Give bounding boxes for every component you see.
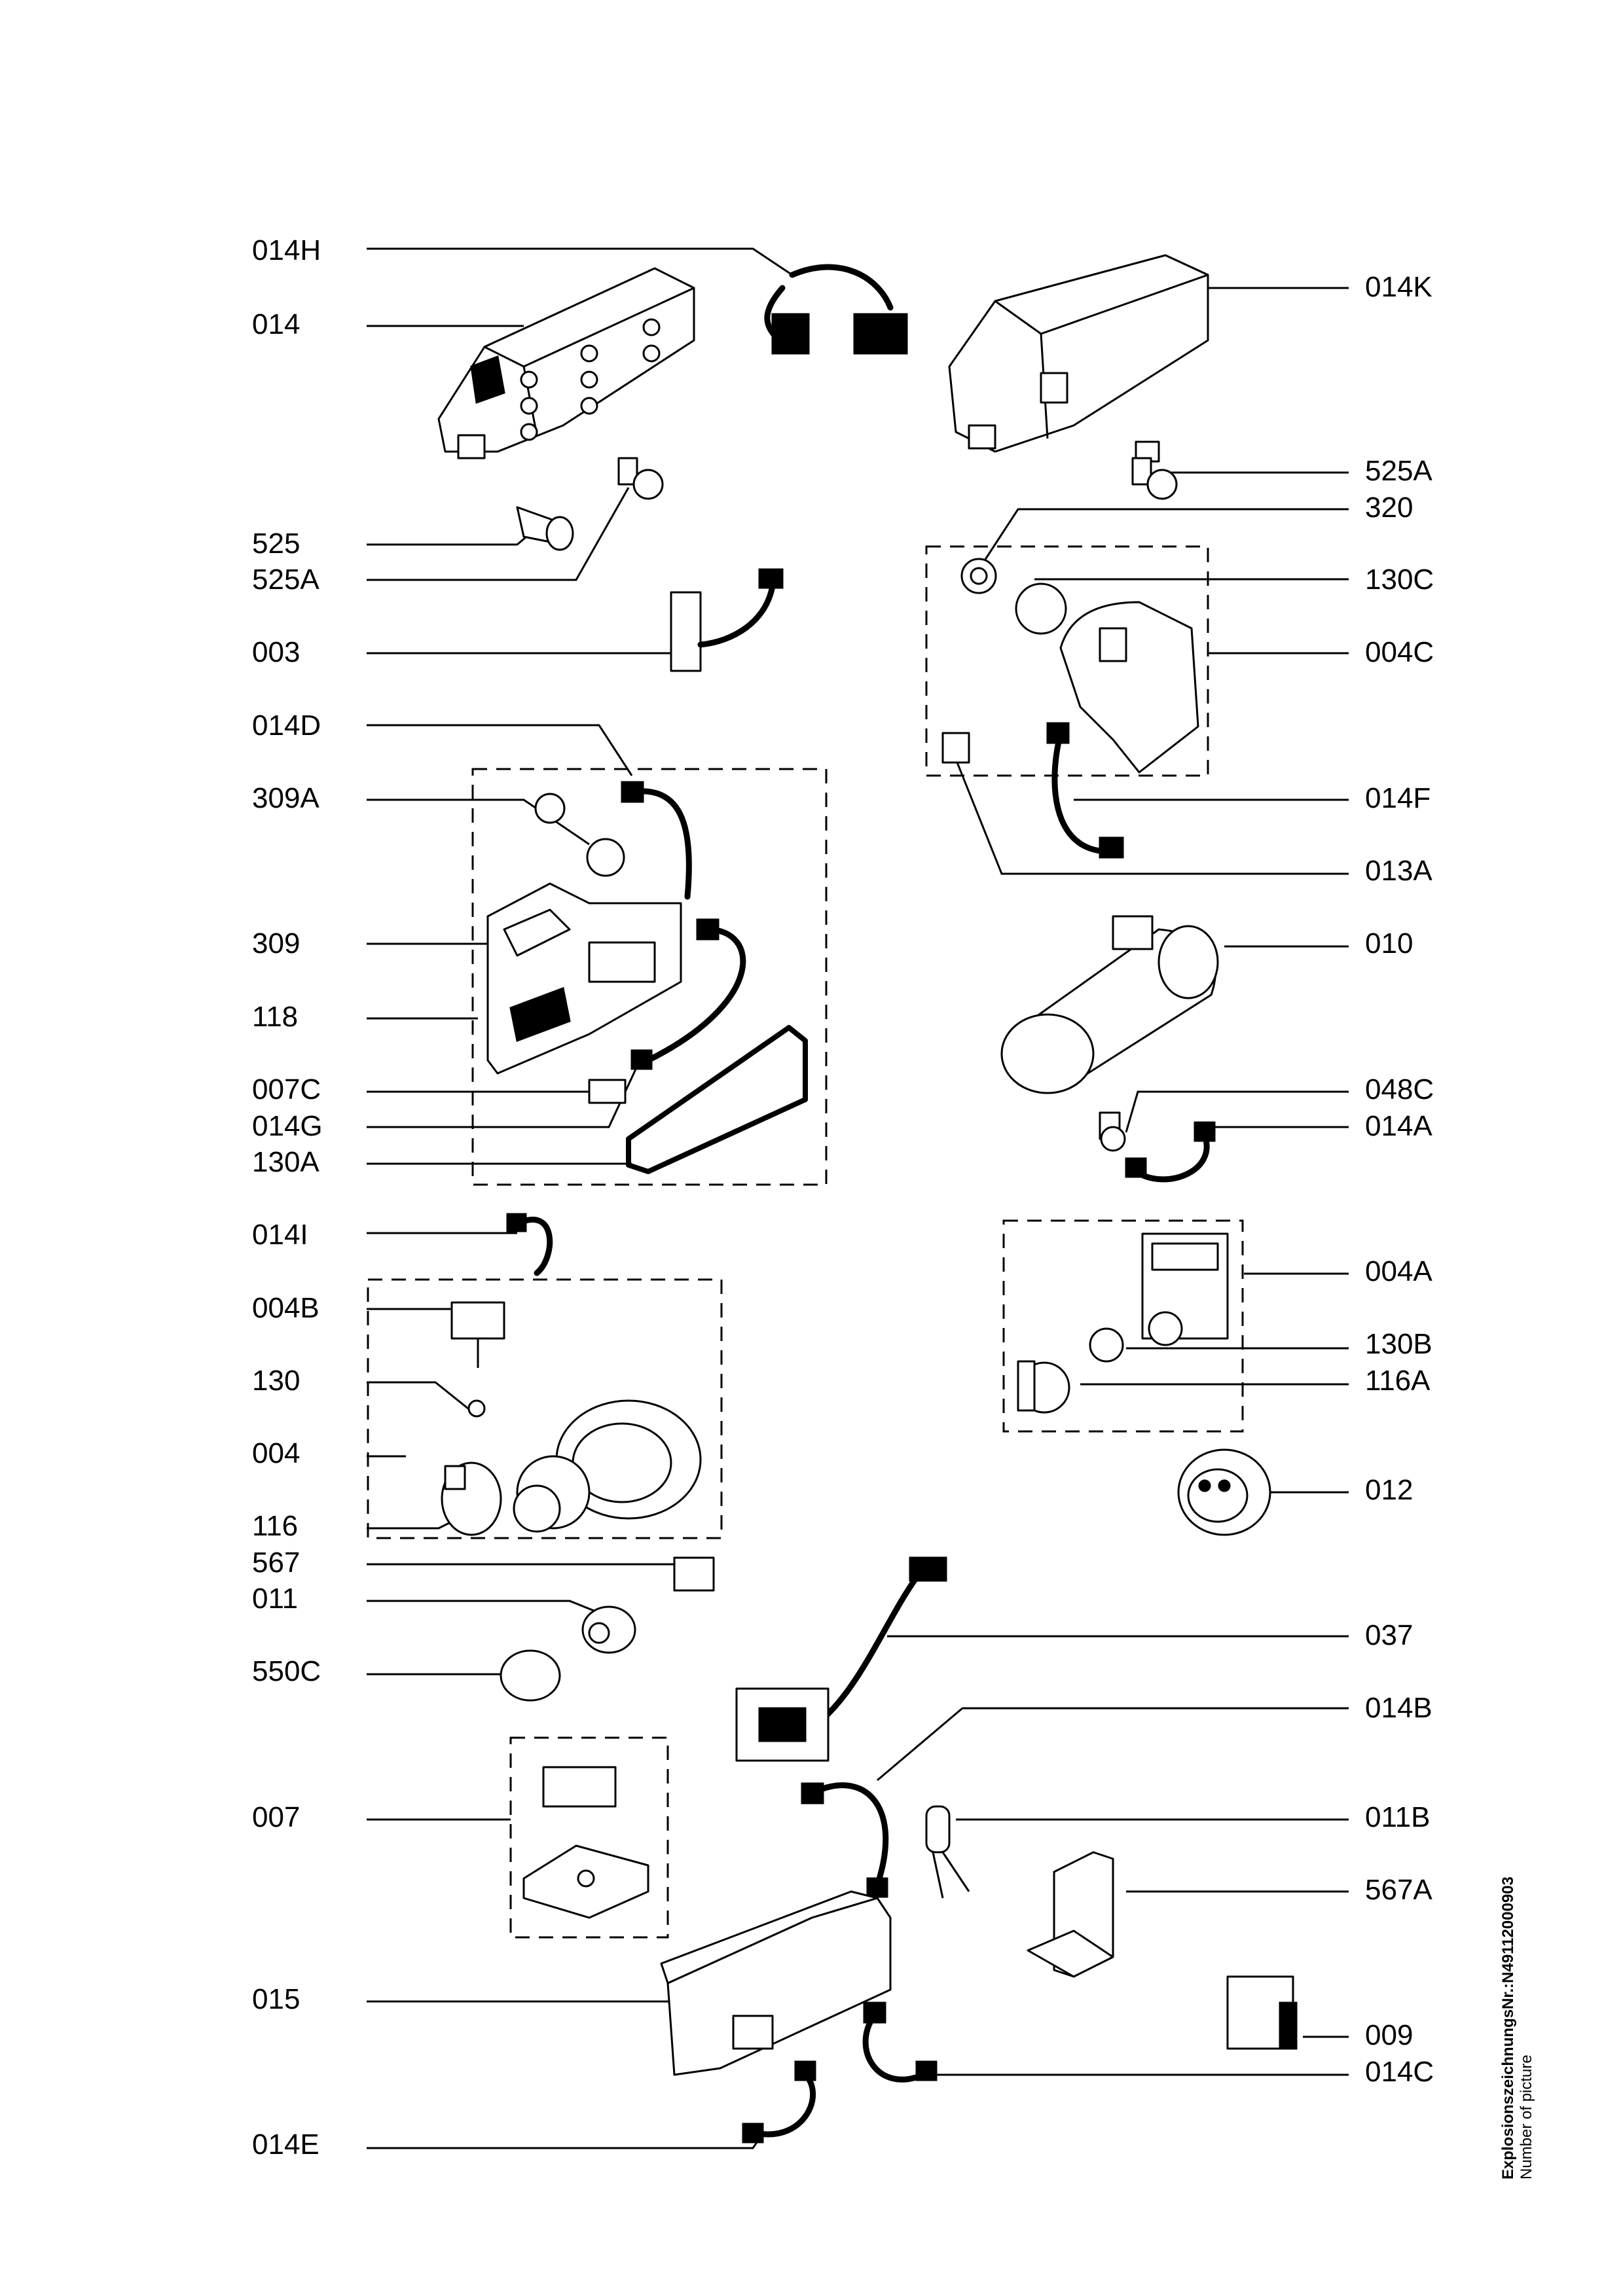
label-550C: 550C [252, 1655, 321, 1687]
bracket-567A [1027, 1851, 1114, 1978]
wire-014B [801, 1782, 889, 1898]
button-525A-left [617, 457, 664, 500]
label-007: 007 [252, 1801, 300, 1833]
label-320: 320 [1365, 492, 1413, 524]
gasket-130B [1089, 1327, 1124, 1363]
label-004A: 004A [1365, 1255, 1432, 1287]
circulation-pump-004 [513, 1399, 702, 1533]
part-009 [1226, 1975, 1298, 2050]
leader-lines-left [367, 247, 793, 2149]
gasket-130C [1015, 583, 1067, 635]
button-525A-right [1131, 457, 1178, 500]
label-014: 014 [252, 308, 300, 340]
label-004: 004 [252, 1437, 300, 1469]
label-010: 010 [1365, 927, 1413, 960]
label-004C: 004C [1365, 636, 1434, 668]
switch-007 [522, 1766, 649, 1919]
group-box-circulation-pump [367, 1278, 723, 1539]
wire-014E [742, 2060, 816, 2144]
group-box-pump-housing [925, 545, 1209, 777]
label-014G: 014G [252, 1110, 323, 1142]
label-003: 003 [252, 636, 300, 668]
door-lock-309 [486, 882, 682, 1075]
capacitor-011B [925, 1805, 970, 1899]
electronic-module-014K [948, 254, 1209, 463]
drawing-number-caption: ExplosionszeichnungsNr.:N49112000903 Num… [1499, 1876, 1536, 2179]
motor-116 [441, 1462, 502, 1536]
label-014K: 014K [1365, 271, 1432, 303]
part-550C [500, 1649, 561, 1702]
group-box-switch [509, 1736, 669, 1939]
label-130C: 130C [1365, 564, 1434, 596]
sensor-003 [670, 568, 784, 672]
connector-007C [588, 1079, 627, 1104]
component-011 [581, 1605, 636, 1654]
part-012 [1177, 1448, 1271, 1536]
group-box-door-lock [471, 768, 828, 1186]
label-525A-left: 525A [252, 564, 319, 596]
drawing-number: ExplosionszeichnungsNr.:N49112000903 [1499, 1876, 1517, 2179]
label-567A: 567A [1365, 1874, 1432, 1906]
wire-014C [862, 2001, 938, 2083]
label-012: 012 [1365, 1474, 1413, 1506]
label-011B: 011B [1365, 1801, 1431, 1833]
label-567: 567 [252, 1547, 300, 1579]
number-of-picture: Number of picture [1518, 2054, 1535, 2179]
part-004B [450, 1301, 505, 1368]
wire-014I [506, 1213, 553, 1276]
label-118: 118 [252, 1001, 298, 1033]
label-309A: 309A [252, 782, 319, 814]
clip-013A [941, 732, 970, 764]
wire-014F [1046, 722, 1124, 859]
label-116: 116 [252, 1510, 298, 1542]
label-014I: 014I [252, 1219, 308, 1251]
wire-014G [630, 918, 746, 1070]
cap-309A [534, 793, 625, 877]
wire-014A [1125, 1121, 1216, 1183]
knob-525 [516, 506, 574, 551]
cap-320 [960, 558, 997, 594]
clip-567 [673, 1556, 715, 1592]
label-525: 525 [252, 528, 300, 560]
label-130A: 130A [252, 1146, 319, 1178]
gasket-130 [467, 1399, 486, 1418]
drain-pump-004A [1141, 1232, 1229, 1346]
label-130: 130 [252, 1365, 300, 1397]
label-014B: 014B [1365, 1692, 1432, 1724]
label-014D: 014D [252, 709, 321, 742]
sensor-048C [1099, 1111, 1126, 1152]
label-525A-right: 525A [1365, 455, 1432, 487]
pump-housing-004C [1059, 601, 1199, 774]
label-004B: 004B [252, 1292, 319, 1324]
electronic-module-014 [437, 267, 695, 459]
label-015: 015 [252, 1983, 300, 2015]
motor-116A [1017, 1360, 1070, 1414]
group-box-drain-pump [1002, 1219, 1244, 1433]
heater-010 [1000, 915, 1219, 1094]
cable-037 [735, 1556, 947, 1762]
label-014E: 014E [252, 2128, 319, 2161]
label-011: 011 [252, 1583, 298, 1615]
label-013A: 013A [1365, 855, 1432, 887]
label-309: 309 [252, 927, 300, 960]
wiring-harness-014H [764, 264, 908, 355]
label-048C: 048C [1365, 1073, 1434, 1105]
label-014C: 014C [1365, 2056, 1434, 2088]
label-037: 037 [1365, 1619, 1413, 1651]
label-014H: 014H [252, 234, 321, 266]
gasket-130A [626, 1025, 808, 1174]
label-009: 009 [1365, 2019, 1413, 2051]
label-014F: 014F [1365, 782, 1431, 814]
label-130B: 130B [1365, 1328, 1432, 1360]
label-007C: 007C [252, 1073, 321, 1105]
control-housing-015 [660, 1890, 892, 2076]
wire-014D [621, 781, 692, 900]
label-116A: 116A [1365, 1365, 1431, 1397]
label-014A: 014A [1365, 1110, 1432, 1142]
leader-lines-right [877, 287, 1349, 2076]
